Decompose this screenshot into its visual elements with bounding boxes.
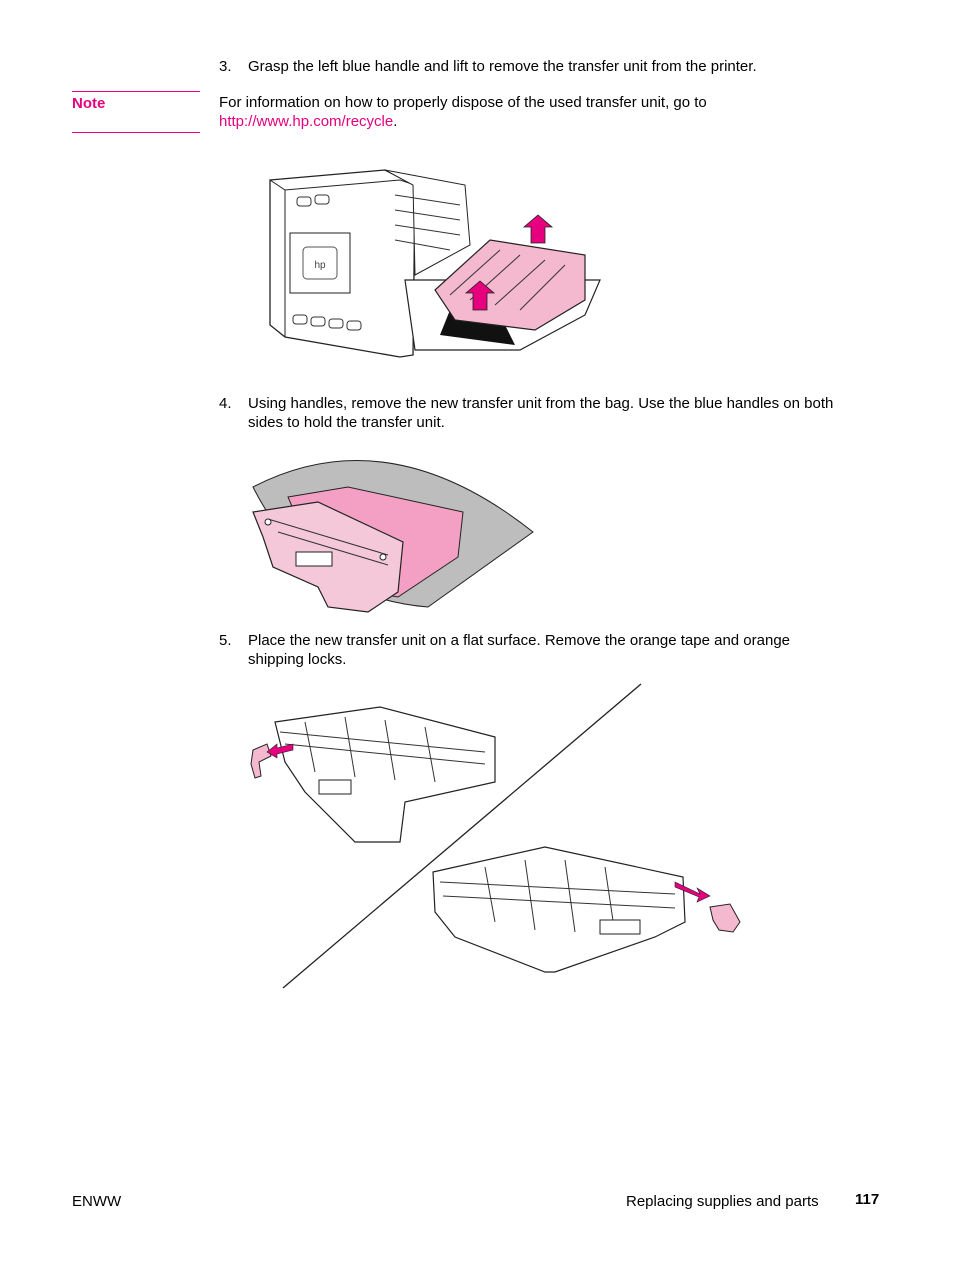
note-body: For information on how to properly dispo… xyxy=(219,93,849,131)
footer-section: Replacing supplies and parts xyxy=(626,1193,819,1210)
unit-in-bag-illustration xyxy=(252,460,534,613)
divider-line xyxy=(282,683,642,989)
note-top-rule xyxy=(72,91,200,92)
lift-arrow-right xyxy=(522,214,554,244)
note-text: For information on how to properly dispo… xyxy=(219,94,707,111)
printer-removal-illustration: hp xyxy=(269,169,601,358)
step-number: 4. xyxy=(219,395,232,412)
svg-text:hp: hp xyxy=(314,260,326,271)
page-number: 117 xyxy=(855,1191,880,1208)
note-bottom-rule xyxy=(72,132,200,133)
step-text: Place the new transfer unit on a flat su… xyxy=(248,632,791,668)
step-text: Using handles, remove the new transfer u… xyxy=(248,395,834,431)
shipping-locks-illustration xyxy=(250,683,741,989)
note-label: Note xyxy=(72,95,106,112)
recycle-link[interactable]: http://www.hp.com/recycle xyxy=(219,113,394,130)
footer-left: ENWW xyxy=(72,1193,122,1210)
note-trailing: . xyxy=(393,113,398,130)
step-number: 3. xyxy=(219,58,232,75)
step-number: 5. xyxy=(219,632,232,649)
lift-arrow-left xyxy=(464,280,496,311)
step-text: Grasp the left blue handle and lift to r… xyxy=(248,58,757,75)
